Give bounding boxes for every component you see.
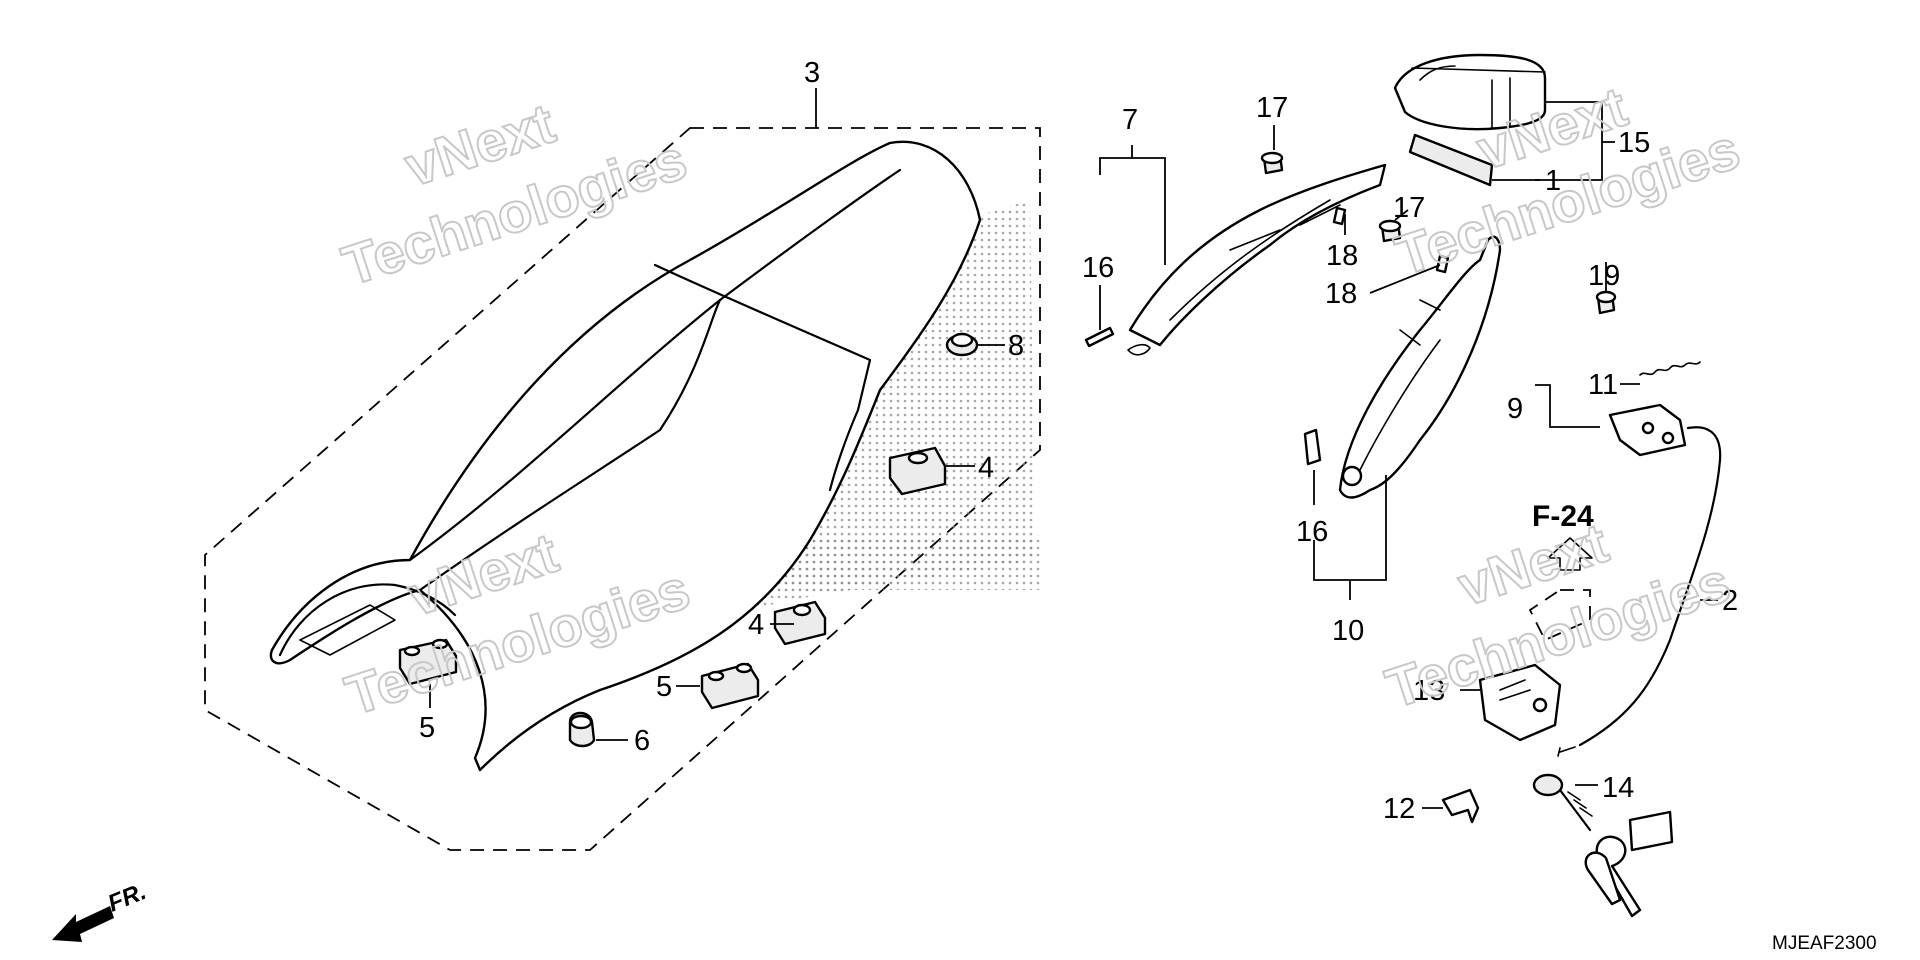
cushion-part-5-right — [700, 662, 760, 710]
front-label: FR. — [104, 878, 150, 918]
reference-label: F-24 — [1532, 500, 1594, 533]
pillion-cover-group — [1393, 53, 1615, 187]
cushion-part-4-lower — [773, 600, 827, 646]
key-icon — [1595, 835, 1642, 918]
reference-arrow-icon — [1547, 537, 1593, 571]
spring-11 — [1639, 361, 1701, 376]
seat-rider-contour — [418, 298, 722, 592]
seat-assembly-group — [204, 88, 1041, 851]
key-tag — [1628, 810, 1674, 852]
seat-latch-group — [1422, 262, 1722, 918]
cushion-part-4-upper — [888, 446, 947, 496]
callout-9: 9 — [1507, 393, 1523, 425]
watermark-top-left: vNext Technologies — [334, 90, 695, 298]
callout-16-upper: 16 — [1082, 252, 1114, 284]
callout-4-upper: 4 — [978, 452, 994, 484]
front-direction-indicator: FR. — [52, 878, 150, 942]
spring-pin-16-upper — [1084, 326, 1115, 348]
seat-body — [269, 140, 982, 772]
callout-19: 19 — [1588, 260, 1620, 292]
seat-tail-lip — [278, 583, 457, 657]
cushion-part-5-left — [398, 638, 458, 686]
diagram-code: MJEAF2300 — [1772, 933, 1877, 954]
seat-group-outline — [204, 127, 1041, 851]
spring-pin-16-lower — [1303, 428, 1322, 466]
callout-14: 14 — [1602, 772, 1634, 804]
seat-tail-detail — [299, 604, 396, 656]
grab-rail-left — [1128, 163, 1387, 347]
callout-4-lower: 4 — [748, 609, 764, 641]
callout-3: 3 — [804, 57, 820, 89]
callout-5-right: 5 — [656, 671, 672, 703]
key-icon-2 — [1584, 851, 1622, 906]
callout-11: 11 — [1588, 369, 1618, 401]
key-cylinder-14 — [1532, 773, 1674, 918]
callout-17-right: 17 — [1393, 192, 1425, 224]
seat-lock-cable-2 — [1578, 426, 1722, 747]
callout-6: 6 — [634, 725, 650, 757]
callout-17-left: 17 — [1256, 92, 1288, 124]
grab-rail-group — [1084, 125, 1502, 600]
seat-seam-front — [408, 168, 902, 562]
seat-cowl-15 — [1393, 53, 1547, 131]
front-arrow-icon — [52, 906, 114, 942]
bolt-17-right — [1378, 219, 1402, 243]
seat-cowl-pad-1 — [1408, 133, 1494, 187]
seat-step-seam — [653, 263, 872, 492]
callout-2: 2 — [1722, 585, 1738, 617]
bolt-17-left — [1260, 151, 1284, 175]
callout-10: 10 — [1332, 615, 1364, 647]
callout-13: 13 — [1413, 675, 1445, 707]
callout-18-lower: 18 — [1325, 278, 1357, 310]
bolt-18-upper — [1332, 206, 1347, 226]
callout-7: 7 — [1122, 104, 1138, 136]
callout-16-lower: 16 — [1296, 516, 1328, 548]
rubber-bumper-6 — [568, 711, 596, 748]
callout-8: 8 — [1008, 330, 1024, 362]
callout-labels: 3 8 4 4 5 5 6 7 16 17 17 18 18 16 10 15 … — [419, 57, 1738, 825]
callout-18-upper: 18 — [1326, 240, 1358, 272]
grommet-8 — [945, 332, 979, 357]
clip-12 — [1441, 788, 1480, 824]
callout-5-left: 5 — [419, 712, 435, 744]
seat-lock-body-13 — [1478, 663, 1562, 742]
callout-12: 12 — [1383, 793, 1415, 825]
callout-1: 1 — [1545, 165, 1561, 197]
bolt-19 — [1595, 290, 1617, 315]
callout-15: 15 — [1618, 127, 1650, 159]
